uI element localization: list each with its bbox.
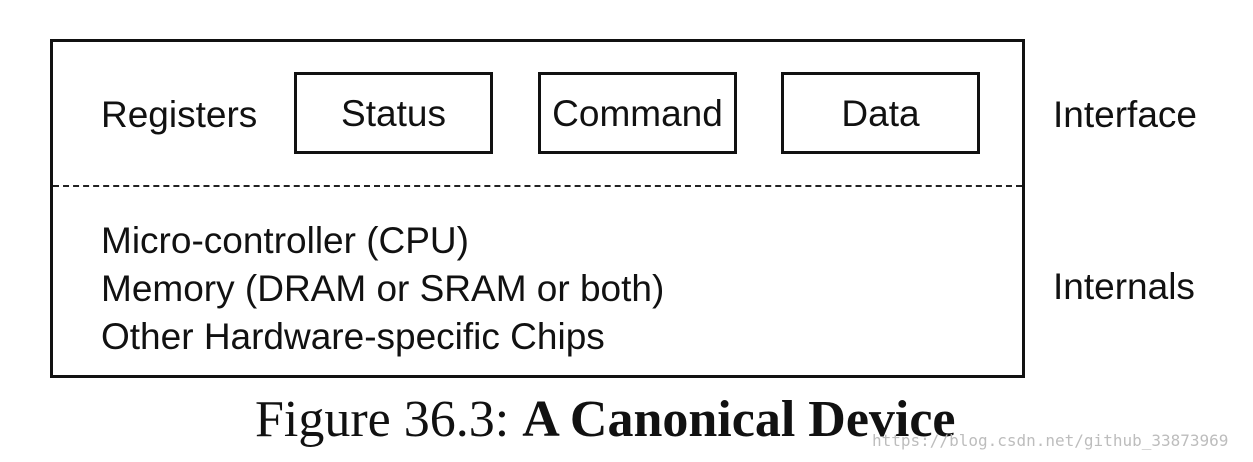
interface-internals-divider [53,185,1022,187]
status-register-box: Status [294,72,493,154]
interface-label: Interface [1053,94,1197,135]
internals-list: Micro-controller (CPU) Memory (DRAM or S… [101,217,664,361]
registers-label: Registers [101,94,258,135]
figure-caption-title: A Canonical Device [522,391,956,448]
figure-caption: Figure 36.3: A Canonical Device [255,394,956,446]
device-box [50,39,1025,378]
internals-item-cpu: Micro-controller (CPU) [101,220,469,261]
internals-item-hardware-chips: Other Hardware-specific Chips [101,316,605,357]
data-register-box: Data [781,72,980,154]
figure-caption-prefix: Figure 36.3: [255,391,523,448]
watermark-text: https://blog.csdn.net/github_33873969 [872,431,1229,450]
internals-item-memory: Memory (DRAM or SRAM or both) [101,268,665,309]
internals-label: Internals [1053,266,1195,307]
command-register-box: Command [538,72,737,154]
